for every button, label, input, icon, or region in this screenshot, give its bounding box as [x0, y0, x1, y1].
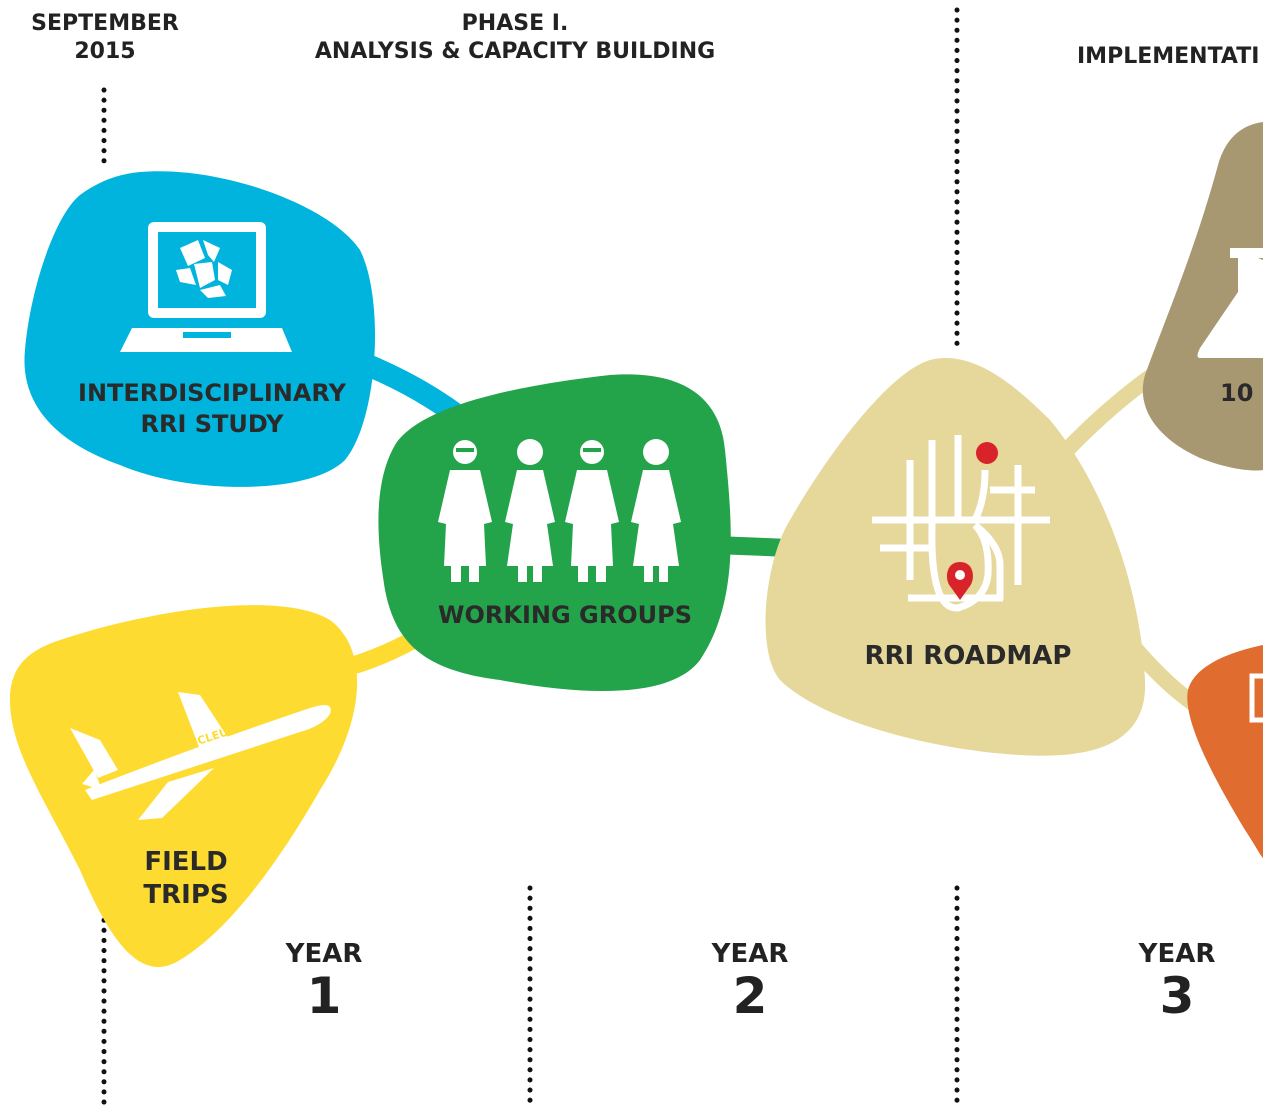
roadmap-blob [765, 358, 1146, 756]
scientist-female-icon [505, 439, 555, 582]
scientist-male-icon [438, 440, 492, 582]
year-1-label: YEAR 1 [244, 938, 404, 1021]
roadmap-label-text: RRI ROADMAP [864, 641, 1072, 671]
trips-label-line2: TRIPS [143, 880, 229, 911]
year-3-label: YEAR 3 [1097, 938, 1257, 1021]
phase1-label: PHASE I. ANALYSIS & CAPACITY BUILDING [290, 10, 740, 65]
year-2-label: YEAR 2 [670, 938, 830, 1021]
phase2-partial-title: IMPLEMENTATI [1077, 44, 1260, 69]
start-date-line2: 2015 [74, 38, 136, 64]
start-date-line1: SEPTEMBER [31, 11, 179, 36]
map-marker-icon [947, 562, 973, 600]
year-1-number: 1 [306, 966, 342, 1025]
trips-label-line1: FIELD [144, 847, 228, 877]
laptop-icon [120, 222, 292, 352]
orange-node-icon [1249, 673, 1263, 723]
groups-blob [378, 374, 731, 692]
phase1-title: PHASE I. [461, 11, 569, 36]
groups-label-text: WORKING GROUPS [438, 601, 692, 629]
orange-blob [1187, 645, 1263, 858]
study-label-line2: RRI STUDY [140, 409, 284, 438]
labs-partial-label: 10 L [1220, 379, 1263, 407]
phase2-label: IMPLEMENTATI [1077, 43, 1263, 71]
scientist-female-icon [631, 439, 681, 582]
scientists-icon [438, 439, 681, 582]
groups-label: WORKING GROUPS [420, 600, 710, 631]
timeline-dividers [101, 7, 960, 1111]
year-2-number: 2 [732, 966, 768, 1025]
roadmap-icon [872, 435, 1050, 612]
roadmap-label: RRI ROADMAP [838, 640, 1098, 673]
start-date-label: SEPTEMBER 2015 [18, 10, 192, 65]
study-label-line1: INTERDISCIPLINARY [78, 379, 346, 407]
year-2-word: YEAR [711, 939, 789, 969]
year-3-word: YEAR [1138, 939, 1216, 969]
labs-blob [1142, 122, 1263, 471]
labs-label: 10 L [1220, 378, 1263, 409]
year-3-number: 3 [1159, 966, 1195, 1025]
study-label: INTERDISCIPLINARY RRI STUDY [62, 378, 362, 439]
brain-icon [176, 240, 232, 298]
phase1-subtitle: ANALYSIS & CAPACITY BUILDING [314, 38, 716, 64]
airplane-icon [70, 692, 331, 820]
trips-label: FIELD TRIPS [116, 846, 256, 913]
flask-icon [1197, 248, 1263, 358]
location-pin-icon [976, 442, 998, 464]
scientist-male-icon [565, 440, 619, 582]
year-1-word: YEAR [285, 939, 363, 969]
